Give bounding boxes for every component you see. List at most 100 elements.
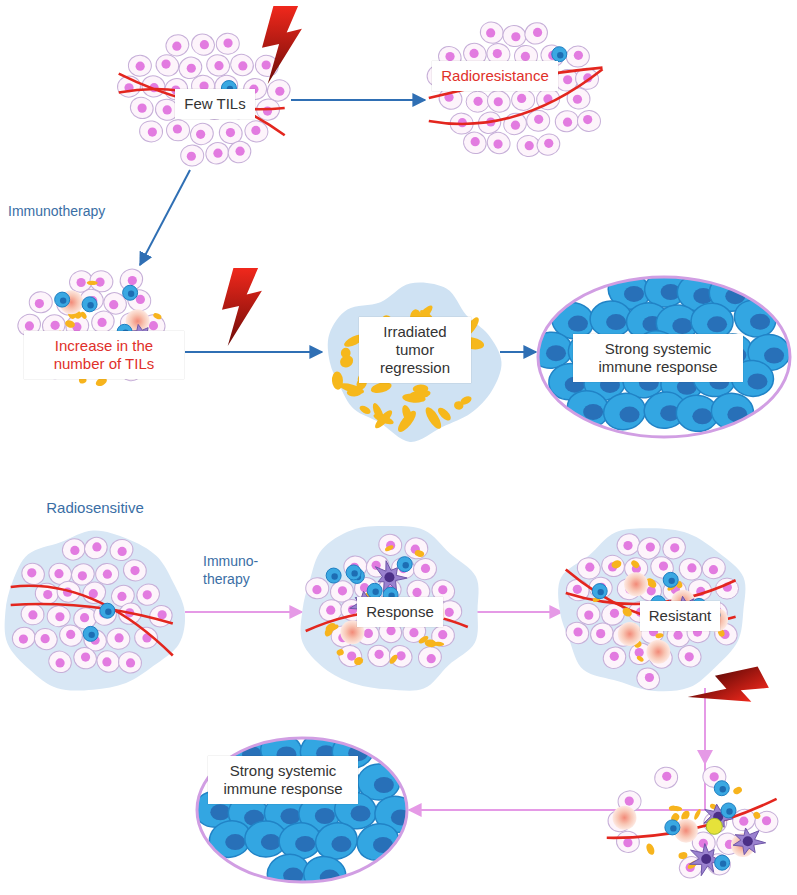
cell-debris	[678, 851, 688, 859]
arrowhead	[697, 750, 713, 765]
tumor-cell	[108, 537, 135, 563]
tumor-stroma	[558, 528, 745, 691]
tumor-cell	[484, 87, 514, 116]
tumor-cell	[404, 537, 429, 560]
tumor-cell	[189, 31, 218, 59]
activated-cell	[706, 818, 722, 834]
tumor-cell	[566, 86, 592, 110]
tumor-cell	[128, 55, 152, 77]
cell-debris	[324, 621, 338, 634]
tumor-cell	[701, 556, 727, 580]
cell-debris	[384, 544, 394, 552]
tumor-cell	[653, 766, 679, 790]
cell-debris	[388, 653, 399, 665]
tumor-cell	[534, 131, 563, 159]
tumor-node: Radioresistance	[425, 20, 610, 165]
tumor-cell	[305, 577, 329, 600]
t-cell	[552, 47, 567, 62]
t-cell	[714, 781, 729, 796]
cell-debris	[424, 639, 437, 648]
t-cell	[346, 565, 361, 580]
tumor-cell	[484, 129, 513, 157]
tumor-cell	[216, 33, 240, 55]
arrow-connector	[185, 351, 322, 353]
cell-debris	[732, 786, 743, 796]
cell-debris	[336, 648, 345, 656]
tumor-cell	[90, 600, 119, 628]
cell-debris	[152, 312, 162, 321]
tumor-cell	[416, 645, 443, 670]
tumor-cell	[227, 51, 256, 79]
tumor-illustration	[5, 530, 185, 690]
dendritic-cell	[733, 828, 766, 855]
dying-cell	[624, 572, 648, 596]
label-box: Increase in the number of TILs	[24, 331, 184, 379]
tumor-cell	[10, 624, 38, 651]
tumor-cell	[45, 647, 75, 676]
edge-label: Immuno- therapy	[203, 553, 275, 588]
tumor-cell	[121, 557, 149, 583]
cell-debris	[636, 655, 645, 663]
t-cell	[55, 292, 70, 307]
tumor-node: Few TILs	[115, 30, 291, 170]
radiation-bolt	[222, 268, 262, 346]
tumor-illustration	[424, 19, 603, 159]
cell-debris	[87, 281, 98, 286]
tumor-node: Irradiated tumor regression	[322, 285, 500, 440]
dying-cell	[646, 640, 670, 664]
tumor-cell	[225, 138, 255, 167]
cell-debris	[693, 808, 702, 820]
arrow-connector	[140, 170, 190, 265]
cell-debris	[655, 633, 664, 639]
edge-label: Immunotherapy	[8, 203, 128, 221]
label-box: Response	[357, 597, 443, 627]
tumor-node: Radiosensitive	[5, 496, 185, 690]
arrow-connector	[185, 611, 302, 613]
tumor-cell	[116, 650, 143, 676]
tumor-cell	[57, 622, 85, 649]
radiation-bolt	[262, 6, 302, 84]
dying-cell	[612, 806, 636, 830]
tumor-cell	[675, 642, 705, 671]
tumor-cell	[377, 533, 403, 558]
tumor-cell	[599, 643, 629, 673]
tumor-cell	[106, 627, 131, 650]
tumor-cell	[153, 52, 182, 80]
tumor-cell	[599, 552, 628, 580]
tumor-cell	[29, 291, 53, 314]
tumor-cell	[466, 91, 489, 112]
tumor-cell	[553, 108, 580, 134]
tumor-cell	[204, 52, 232, 79]
t-cell	[397, 557, 412, 572]
arrow-connector	[474, 611, 562, 613]
t-cell	[83, 626, 98, 641]
t-cell	[715, 855, 730, 870]
cell-debris	[645, 842, 656, 856]
tumor-cell	[412, 557, 438, 581]
t-cell	[123, 285, 138, 300]
cell-debris	[610, 559, 622, 570]
tumor-cell	[180, 145, 204, 167]
regressing-tumor	[328, 283, 502, 442]
tumor-illustration	[301, 526, 479, 691]
tumor-illustration	[606, 766, 779, 882]
tumor-cell	[386, 642, 416, 672]
tumor-illustration	[558, 528, 745, 693]
immune-response-ellipse: Strong systemic immune response	[195, 736, 409, 884]
tumor-cell	[47, 605, 71, 627]
tumor-stroma	[301, 526, 479, 691]
arrow-connector	[291, 99, 425, 101]
cell-debris	[353, 656, 364, 667]
t-cell	[592, 584, 607, 599]
t-cell	[663, 572, 678, 587]
label-box: Resistant	[640, 601, 721, 631]
tumor-cell	[521, 19, 551, 48]
t-cell	[665, 820, 680, 835]
tumor-cell	[478, 20, 506, 46]
tumor-cell	[70, 644, 100, 673]
label-box: Strong systemic immune response	[208, 756, 358, 804]
tumor-cell	[127, 94, 156, 122]
blood-vessel	[119, 89, 285, 135]
